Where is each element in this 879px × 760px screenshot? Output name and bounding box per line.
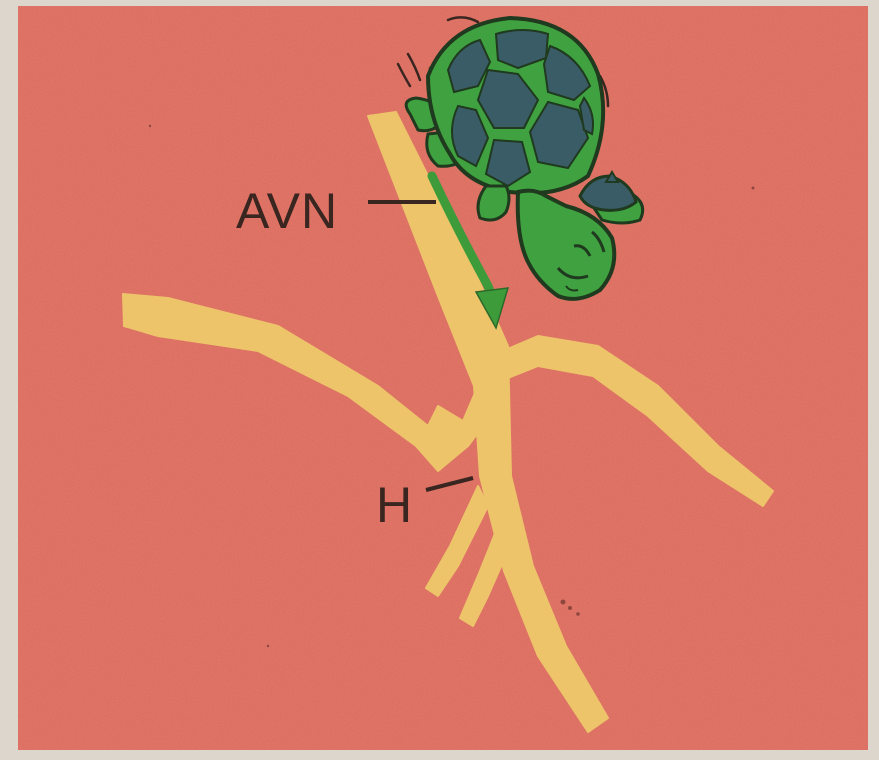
h-label: H	[376, 480, 413, 530]
conduction-diagram	[18, 6, 868, 750]
diagram-slide: AVN H	[18, 6, 868, 750]
avn-label: AVN	[236, 186, 338, 236]
